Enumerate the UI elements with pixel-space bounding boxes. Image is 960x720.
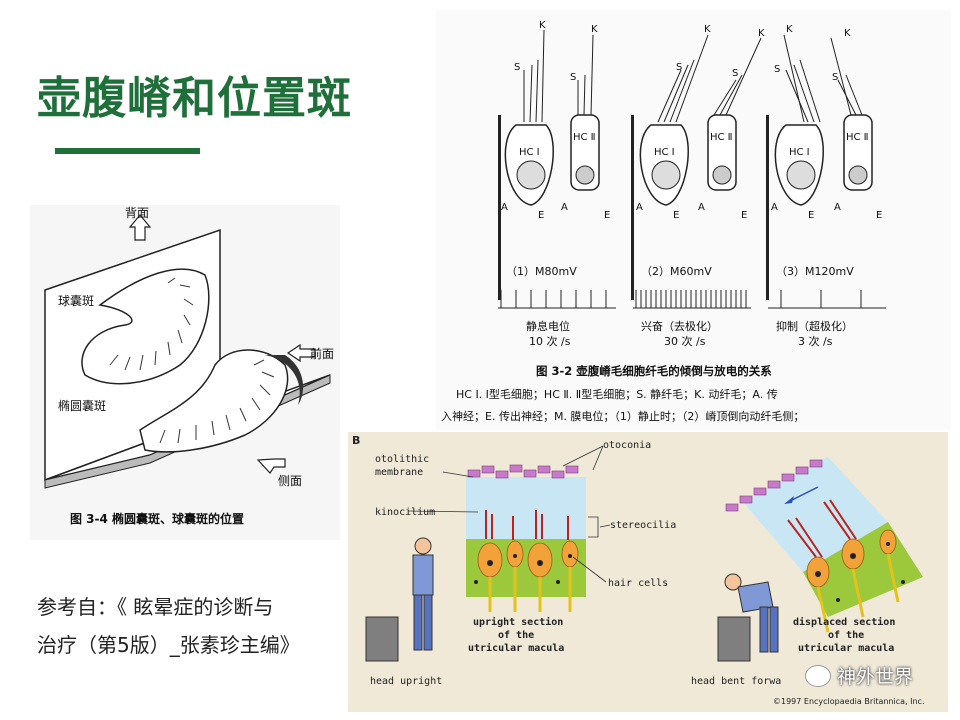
label-otolithic-1: otolithic [375,454,429,465]
hair-cell-drawing: K K S S HC Ⅰ HC Ⅱ A E A E （1）M80mV 静息电位 … [441,20,886,423]
label-utricle: 椭圆囊斑 [58,398,106,413]
watermark: 神外世界 [805,662,913,689]
saccule-macula [81,268,210,385]
utricle-saccule-figure: 背面 前面 侧面 球囊斑 椭圆囊斑 图 3-4 椭圆囊斑、球囊斑的位置 [30,205,340,540]
svg-text:S: S [570,72,576,83]
svg-text:K: K [704,24,711,35]
svg-text:A: A [834,202,841,213]
svg-text:HC Ⅰ: HC Ⅰ [789,147,810,158]
state1-membrane-potential: （1）M80mV [506,265,577,278]
reference-line-2: 治疗（第5版）_张素珍主编》 [37,633,300,657]
svg-text:upright section: upright section [473,616,563,628]
title-underline [55,148,200,154]
label-head-bent: head bent forwa [691,676,781,687]
hair-cell-figure: K K S S HC Ⅰ HC Ⅱ A E A E （1）M80mV 静息电位 … [436,10,951,430]
reference-line-1: 参考自：《 眩晕症的诊断与 [37,595,274,619]
utricle-saccule-drawing: 背面 前面 侧面 球囊斑 椭圆囊斑 图 3-4 椭圆囊斑、球囊斑的位置 [44,206,334,526]
svg-text:utricular macula: utricular macula [798,642,894,654]
copyright: ©1997 Encyclopaedia Britannica, Inc. [773,697,924,706]
slide-title: 壶腹嵴和位置斑 [37,73,352,124]
svg-text:30 次 /s: 30 次 /s [664,334,706,348]
svg-text:A: A [636,202,643,213]
svg-text:静息电位: 静息电位 [526,319,570,333]
label-otolithic-2: membrane [375,467,423,478]
svg-text:S: S [774,64,780,75]
svg-text:K: K [758,28,765,39]
person-upright [365,537,434,662]
svg-text:E: E [808,210,814,221]
utricular-macula-drawing: B [352,434,924,706]
svg-text:10 次 /s: 10 次 /s [529,334,571,348]
svg-text:E: E [876,210,882,221]
label-kinocilium: kinocilium [375,507,435,518]
svg-text:K: K [539,20,546,31]
utricle-macula [139,349,289,453]
svg-text:E: E [673,210,679,221]
svg-text:K: K [786,24,793,35]
svg-text:B: B [352,434,360,447]
state2-membrane-potential: （2）M60mV [641,265,712,278]
displaced-macula-section [725,457,923,633]
arrow-left-icon [286,343,316,363]
svg-text:A: A [561,202,568,213]
watermark-text: 神外世界 [837,666,914,688]
label-stereocilia: stereocilia [610,520,676,531]
svg-text:utricular macula: utricular macula [468,642,564,654]
svg-text:S: S [514,62,520,73]
utricular-macula-figure: B [348,432,948,712]
person-bent-forward [717,573,779,662]
figure-3-2-legend-line2: 入神经；E. 传出神经；M. 膜电位；（1）静止时；（2）嵴顶倒向动纤毛侧； [441,409,804,423]
utricle-shadow [265,355,304,405]
upright-macula-section [466,464,586,612]
label-saccule: 球囊斑 [58,293,94,308]
svg-text:of the: of the [828,630,864,641]
svg-text:S: S [732,68,738,79]
hair-cell-state-rest: K K S S HC Ⅰ HC Ⅱ A E A E （1）M80mV 静息电位 … [498,20,616,348]
svg-text:of the: of the [498,630,534,641]
utricle-hatching [159,359,275,444]
reference-text: 参考自：《 眩晕症的诊断与 治疗（第5版）_张素珍主编》 [37,588,300,664]
plane-edge [44,374,331,489]
figure-3-2-legend-line1: HC Ⅰ. Ⅰ型毛细胞；HC Ⅱ. Ⅱ型毛细胞；S. 静纤毛；K. 动纤毛；A.… [456,387,778,401]
svg-text:HC Ⅱ: HC Ⅱ [846,132,869,143]
svg-text:3 次 /s: 3 次 /s [798,334,833,348]
hair-cell-state-excited: K K S S HC Ⅰ HC Ⅱ A E A E （2）M60mV 兴奋（去极… [631,24,765,348]
svg-text:E: E [741,210,747,221]
figure-3-4-caption: 图 3-4 椭圆囊斑、球囊斑的位置 [70,511,244,526]
label-front: 前面 [310,346,334,361]
svg-text:HC Ⅰ: HC Ⅰ [654,147,675,158]
hair-cell-state-inhibited: K K S S HC Ⅰ HC Ⅱ A E A E （3）M120mV 抑制（超… [766,24,886,348]
arrow-up-icon [128,214,152,241]
svg-text:S: S [676,62,682,73]
svg-text:displaced section: displaced section [793,616,895,628]
label-hair-cells: hair cells [608,578,668,589]
svg-text:HC Ⅰ: HC Ⅰ [519,147,540,158]
svg-text:A: A [501,202,508,213]
label-side: 侧面 [278,474,302,488]
figure-3-2-caption: 图 3-2 壶腹嵴毛细胞纤毛的倾倒与放电的关系 [536,364,772,378]
label-back: 背面 [125,206,149,220]
svg-text:E: E [538,210,544,221]
label-otoconia: otoconia [603,440,651,451]
svg-text:E: E [604,210,610,221]
svg-text:K: K [844,28,851,39]
label-head-upright: head upright [370,676,442,687]
svg-text:HC Ⅱ: HC Ⅱ [710,132,733,143]
state3-membrane-potential: （3）M120mV [776,265,854,278]
arrow-down-right-icon [256,458,286,474]
svg-text:HC Ⅱ: HC Ⅱ [573,132,596,143]
svg-text:S: S [832,72,838,83]
svg-text:K: K [591,24,598,35]
svg-text:A: A [771,202,778,213]
svg-text:抑制（超极化）: 抑制（超极化） [776,319,853,333]
saccule-hatching [109,277,194,371]
svg-text:兴奋（去极化）: 兴奋（去极化） [641,319,718,333]
svg-text:A: A [698,202,705,213]
wechat-icon [805,664,831,687]
